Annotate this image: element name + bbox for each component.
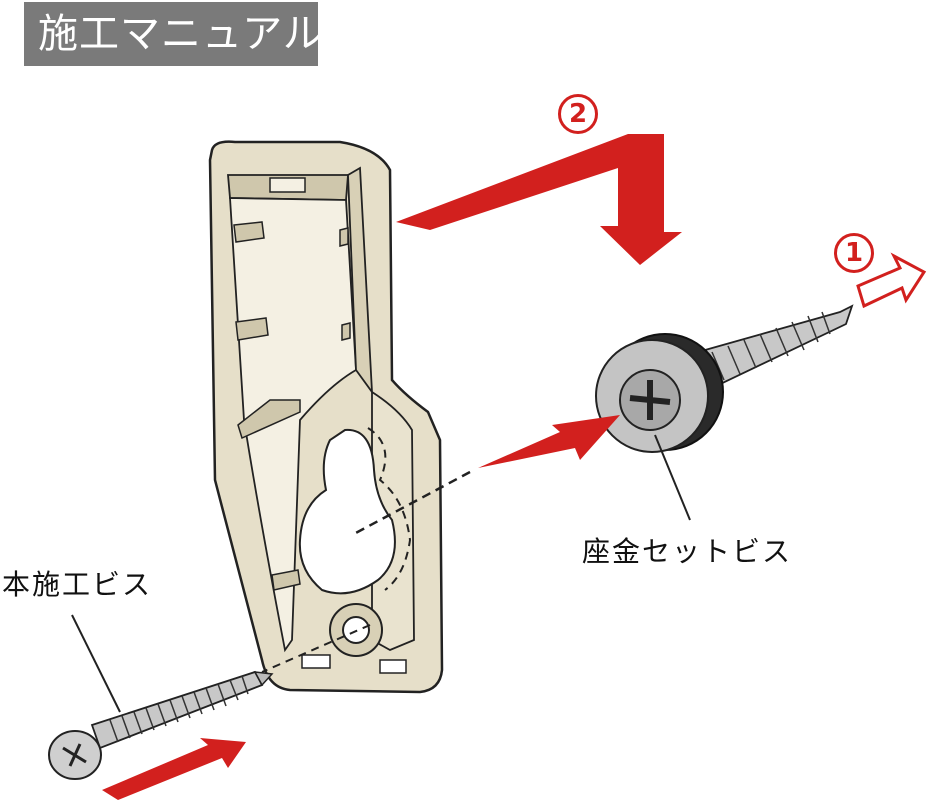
washer-screw-illustration xyxy=(595,304,854,521)
arrows xyxy=(102,134,682,800)
mounting-bracket xyxy=(208,140,444,694)
main-screw-label: 本施工ビス xyxy=(2,568,153,601)
washer-screw-label: 座金セットビス xyxy=(582,535,793,568)
page-title: 施工マニュアル xyxy=(24,2,323,66)
step-2-badge: 2 xyxy=(558,94,598,134)
guide-line-washer xyxy=(351,470,471,537)
step-1-badge: 1 xyxy=(834,233,874,273)
arrow-step2 xyxy=(396,134,682,265)
guide-line-main xyxy=(261,624,371,673)
washer-leader-line xyxy=(654,434,691,521)
main-screw-illustration xyxy=(48,670,274,780)
arrow-main-screw xyxy=(102,738,246,800)
arrow-step1-outline xyxy=(856,252,927,309)
arrow-washer xyxy=(478,415,620,468)
main-leader-line xyxy=(71,614,121,713)
